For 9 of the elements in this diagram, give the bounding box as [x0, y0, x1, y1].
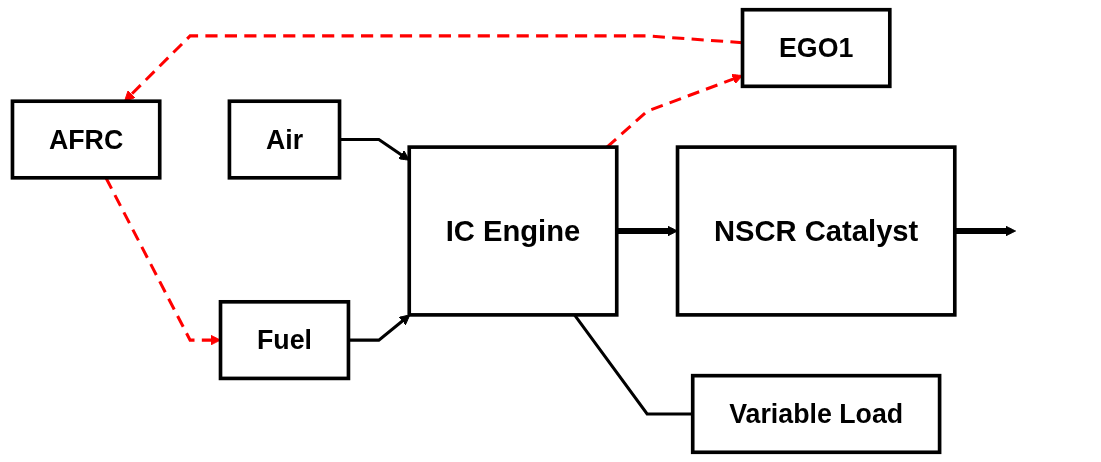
- node-box: Variable Load: [690, 373, 942, 455]
- node-box: Air: [227, 99, 342, 180]
- node-box: EGO1: [740, 7, 892, 89]
- node-box: NSCR Catalyst: [675, 145, 957, 317]
- arrow: [954, 225, 1017, 237]
- node-box: Fuel: [218, 300, 351, 381]
- node-box: IC Engine: [407, 145, 619, 317]
- arrow: [616, 225, 678, 237]
- node-box: AFRC: [10, 99, 162, 180]
